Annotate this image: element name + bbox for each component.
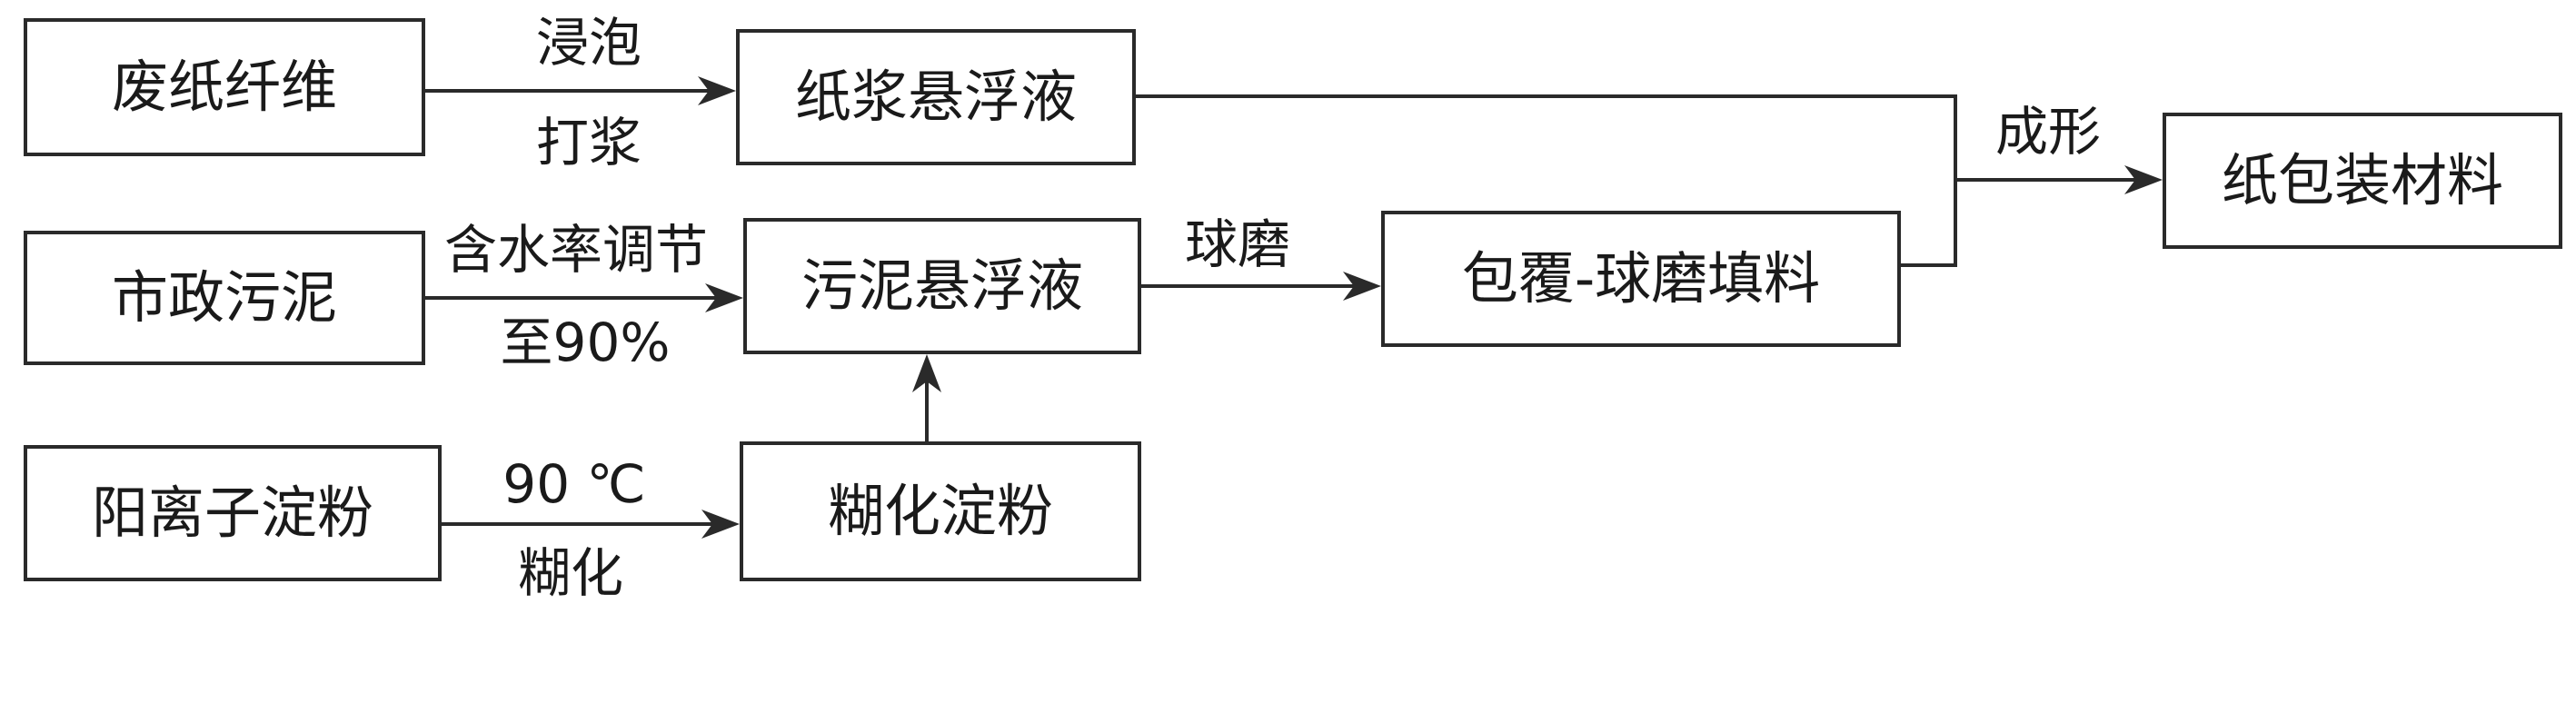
edge-label-beat: 打浆: [535, 112, 642, 173]
node-municipal-sludge: 市政污泥: [24, 231, 425, 365]
edge-label-soak: 浸泡: [535, 12, 642, 74]
edge-label-ball-mill: 球磨: [1184, 213, 1291, 275]
node-gelatinized-starch: 糊化淀粉: [740, 441, 1141, 581]
node-paper-packaging-material-label: 纸包装材料: [2221, 147, 2503, 213]
node-sludge-suspension: 污泥悬浮液: [743, 218, 1141, 354]
edge-label-moisture-adjust: 含水率调节: [443, 219, 709, 281]
node-waste-paper-fiber: 废纸纤维: [24, 18, 425, 156]
arrowhead-merge-to-packaging: [2124, 165, 2163, 194]
node-paper-packaging-material: 纸包装材料: [2163, 113, 2562, 249]
node-cationic-starch-label: 阳离子淀粉: [91, 480, 373, 546]
edge-label-to-90-percent: 至90%: [500, 312, 671, 373]
node-municipal-sludge-label: 市政污泥: [111, 264, 337, 331]
arrowhead-sludge-to-suspension: [705, 283, 743, 312]
node-sludge-suspension-label: 污泥悬浮液: [801, 252, 1083, 319]
line-filler-to-merge: [1901, 180, 1957, 267]
node-pulp-suspension-label: 纸浆悬浮液: [794, 64, 1077, 130]
edge-label-gelatinize: 糊化: [517, 542, 624, 604]
line-pulp-to-merge: [1136, 94, 1957, 180]
node-waste-paper-fiber-label: 废纸纤维: [111, 54, 337, 120]
arrowhead-suspension-to-filler: [1343, 272, 1381, 301]
node-gelatinized-starch-label: 糊化淀粉: [827, 478, 1053, 544]
arrowhead-gelatinized-to-suspension: [912, 354, 941, 392]
node-pulp-suspension: 纸浆悬浮液: [736, 29, 1136, 165]
arrowhead-waste-paper-to-pulp: [698, 76, 736, 105]
arrowhead-starch-to-gelatinized: [701, 510, 740, 539]
edge-label-forming: 成形: [1994, 101, 2102, 163]
node-cationic-starch: 阳离子淀粉: [24, 445, 442, 581]
node-coated-milled-filler-label: 包覆-球磨填料: [1461, 245, 1821, 312]
node-coated-milled-filler: 包覆-球磨填料: [1381, 211, 1901, 347]
edge-label-temp-90c: 90 ℃: [502, 453, 646, 515]
